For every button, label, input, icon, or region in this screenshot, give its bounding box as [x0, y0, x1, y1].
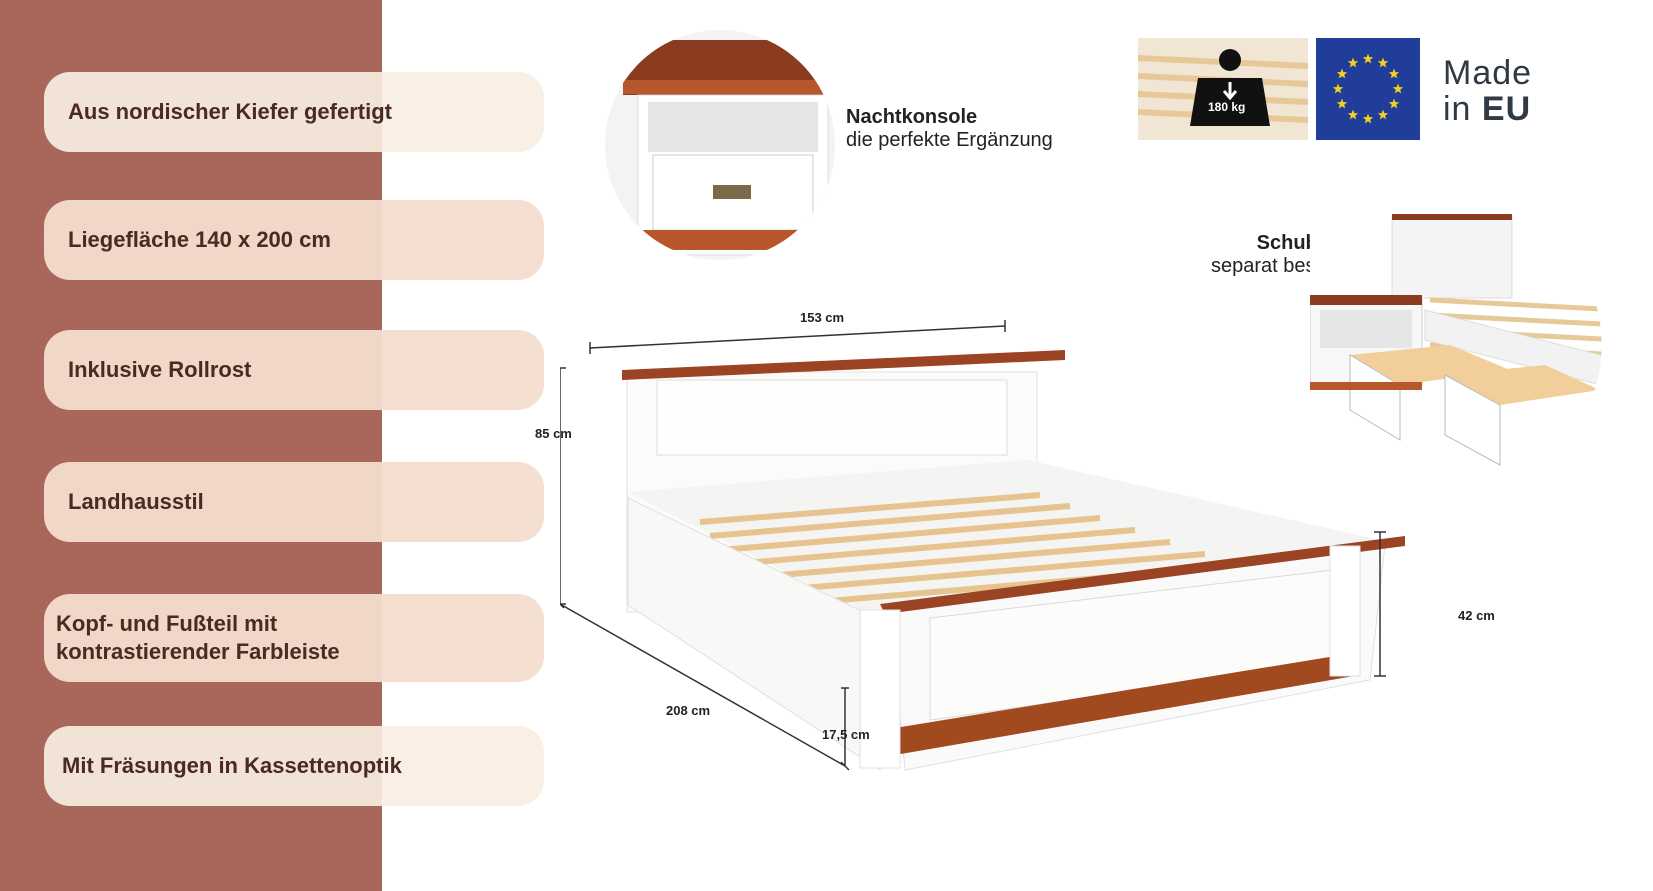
feature-text: Liegefläche 140 x 200 cm	[68, 227, 331, 252]
nightstand-caption: Nachtkonsole die perfekte Ergänzung	[846, 106, 1053, 152]
eu-star-icon	[1332, 83, 1344, 94]
feature-text: Mit Fräsungen in Kassettenoptik	[62, 753, 402, 778]
dim-foot-height: 42 cm	[1458, 608, 1495, 623]
feature-pill-contrast: Kopf- und Fußteil mit kontrastierender F…	[44, 594, 544, 682]
eu-star-icon	[1377, 57, 1389, 68]
feature-pill-style: Landhausstil	[44, 462, 544, 542]
nightstand-subtitle: die perfekte Ergänzung	[846, 129, 1053, 151]
feature-pill-surface: Liegefläche 140 x 200 cm	[44, 200, 544, 280]
eu-star-icon	[1377, 109, 1389, 120]
feature-pill-milling: Mit Fräsungen in Kassettenoptik	[44, 726, 544, 806]
bed-illustration	[560, 320, 1405, 771]
feature-pill-material: Aus nordischer Kiefer gefertigt	[44, 72, 544, 152]
eu-star-icon	[1392, 83, 1404, 94]
dim-clearance: 17,5 cm	[822, 727, 870, 742]
eu-star-icon	[1336, 98, 1348, 109]
eu-star-icon	[1347, 109, 1359, 120]
dim-length: 208 cm	[666, 703, 711, 718]
nightstand-image	[605, 30, 835, 260]
weight-label: 180 kg	[1208, 100, 1246, 114]
drawers-image	[1310, 200, 1602, 490]
in-label: in	[1443, 90, 1472, 128]
eu-star-icon	[1347, 57, 1359, 68]
nightstand-title: Nachtkonsole	[846, 106, 978, 128]
eu-star-icon	[1336, 68, 1348, 79]
weight-capacity-badge	[1138, 38, 1308, 140]
eu-star-icon	[1388, 68, 1400, 79]
feature-text: Kopf- und Fußteil mit kontrastierender F…	[56, 611, 340, 664]
eu-star-icon	[1388, 98, 1400, 109]
dim-width: 153 cm	[800, 310, 845, 325]
eu-star-icon	[1362, 113, 1374, 124]
made-label: Made	[1443, 54, 1533, 92]
dim-height: 85 cm	[535, 426, 572, 441]
eu-flag-icon	[1316, 38, 1420, 140]
feature-text: Landhausstil	[68, 489, 204, 514]
eu-label: EU	[1481, 90, 1532, 128]
feature-text: Aus nordischer Kiefer gefertigt	[68, 99, 392, 124]
feature-text: Inklusive Rollrost	[68, 357, 252, 382]
feature-pill-slats: Inklusive Rollrost	[44, 330, 544, 410]
eu-star-icon	[1362, 53, 1374, 64]
made-in-eu-text: Made in EU	[1443, 55, 1532, 127]
